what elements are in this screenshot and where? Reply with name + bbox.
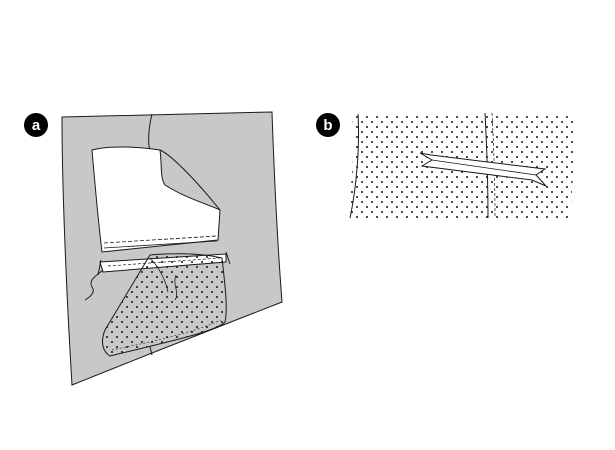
pocket-lining bbox=[102, 253, 227, 357]
panel-a-label: a bbox=[32, 117, 41, 134]
panel-a: a bbox=[24, 111, 283, 386]
thread-tail bbox=[84, 269, 104, 301]
panel-b-badge: b bbox=[316, 113, 340, 137]
welt-end-left bbox=[97, 259, 102, 276]
lining-fold-line bbox=[149, 257, 169, 293]
pocket-flap bbox=[91, 146, 221, 253]
welt-opening bbox=[419, 152, 547, 187]
flap-stitch-line bbox=[103, 235, 218, 244]
flap-edge-line bbox=[103, 240, 218, 249]
pocket-flap-fold bbox=[159, 149, 221, 211]
welt-end-right bbox=[225, 251, 231, 265]
panel-b: b bbox=[316, 112, 575, 219]
panel-a-badge: a bbox=[24, 113, 48, 137]
garment-hem-line bbox=[149, 346, 153, 356]
vertical-seam-stitch bbox=[491, 112, 496, 219]
thread-tail-right bbox=[174, 274, 178, 301]
panel-b-label: b bbox=[323, 117, 332, 134]
swatch-left-edge bbox=[349, 113, 360, 219]
welt-center-line bbox=[431, 159, 537, 176]
lining-stitch-line bbox=[111, 319, 222, 351]
